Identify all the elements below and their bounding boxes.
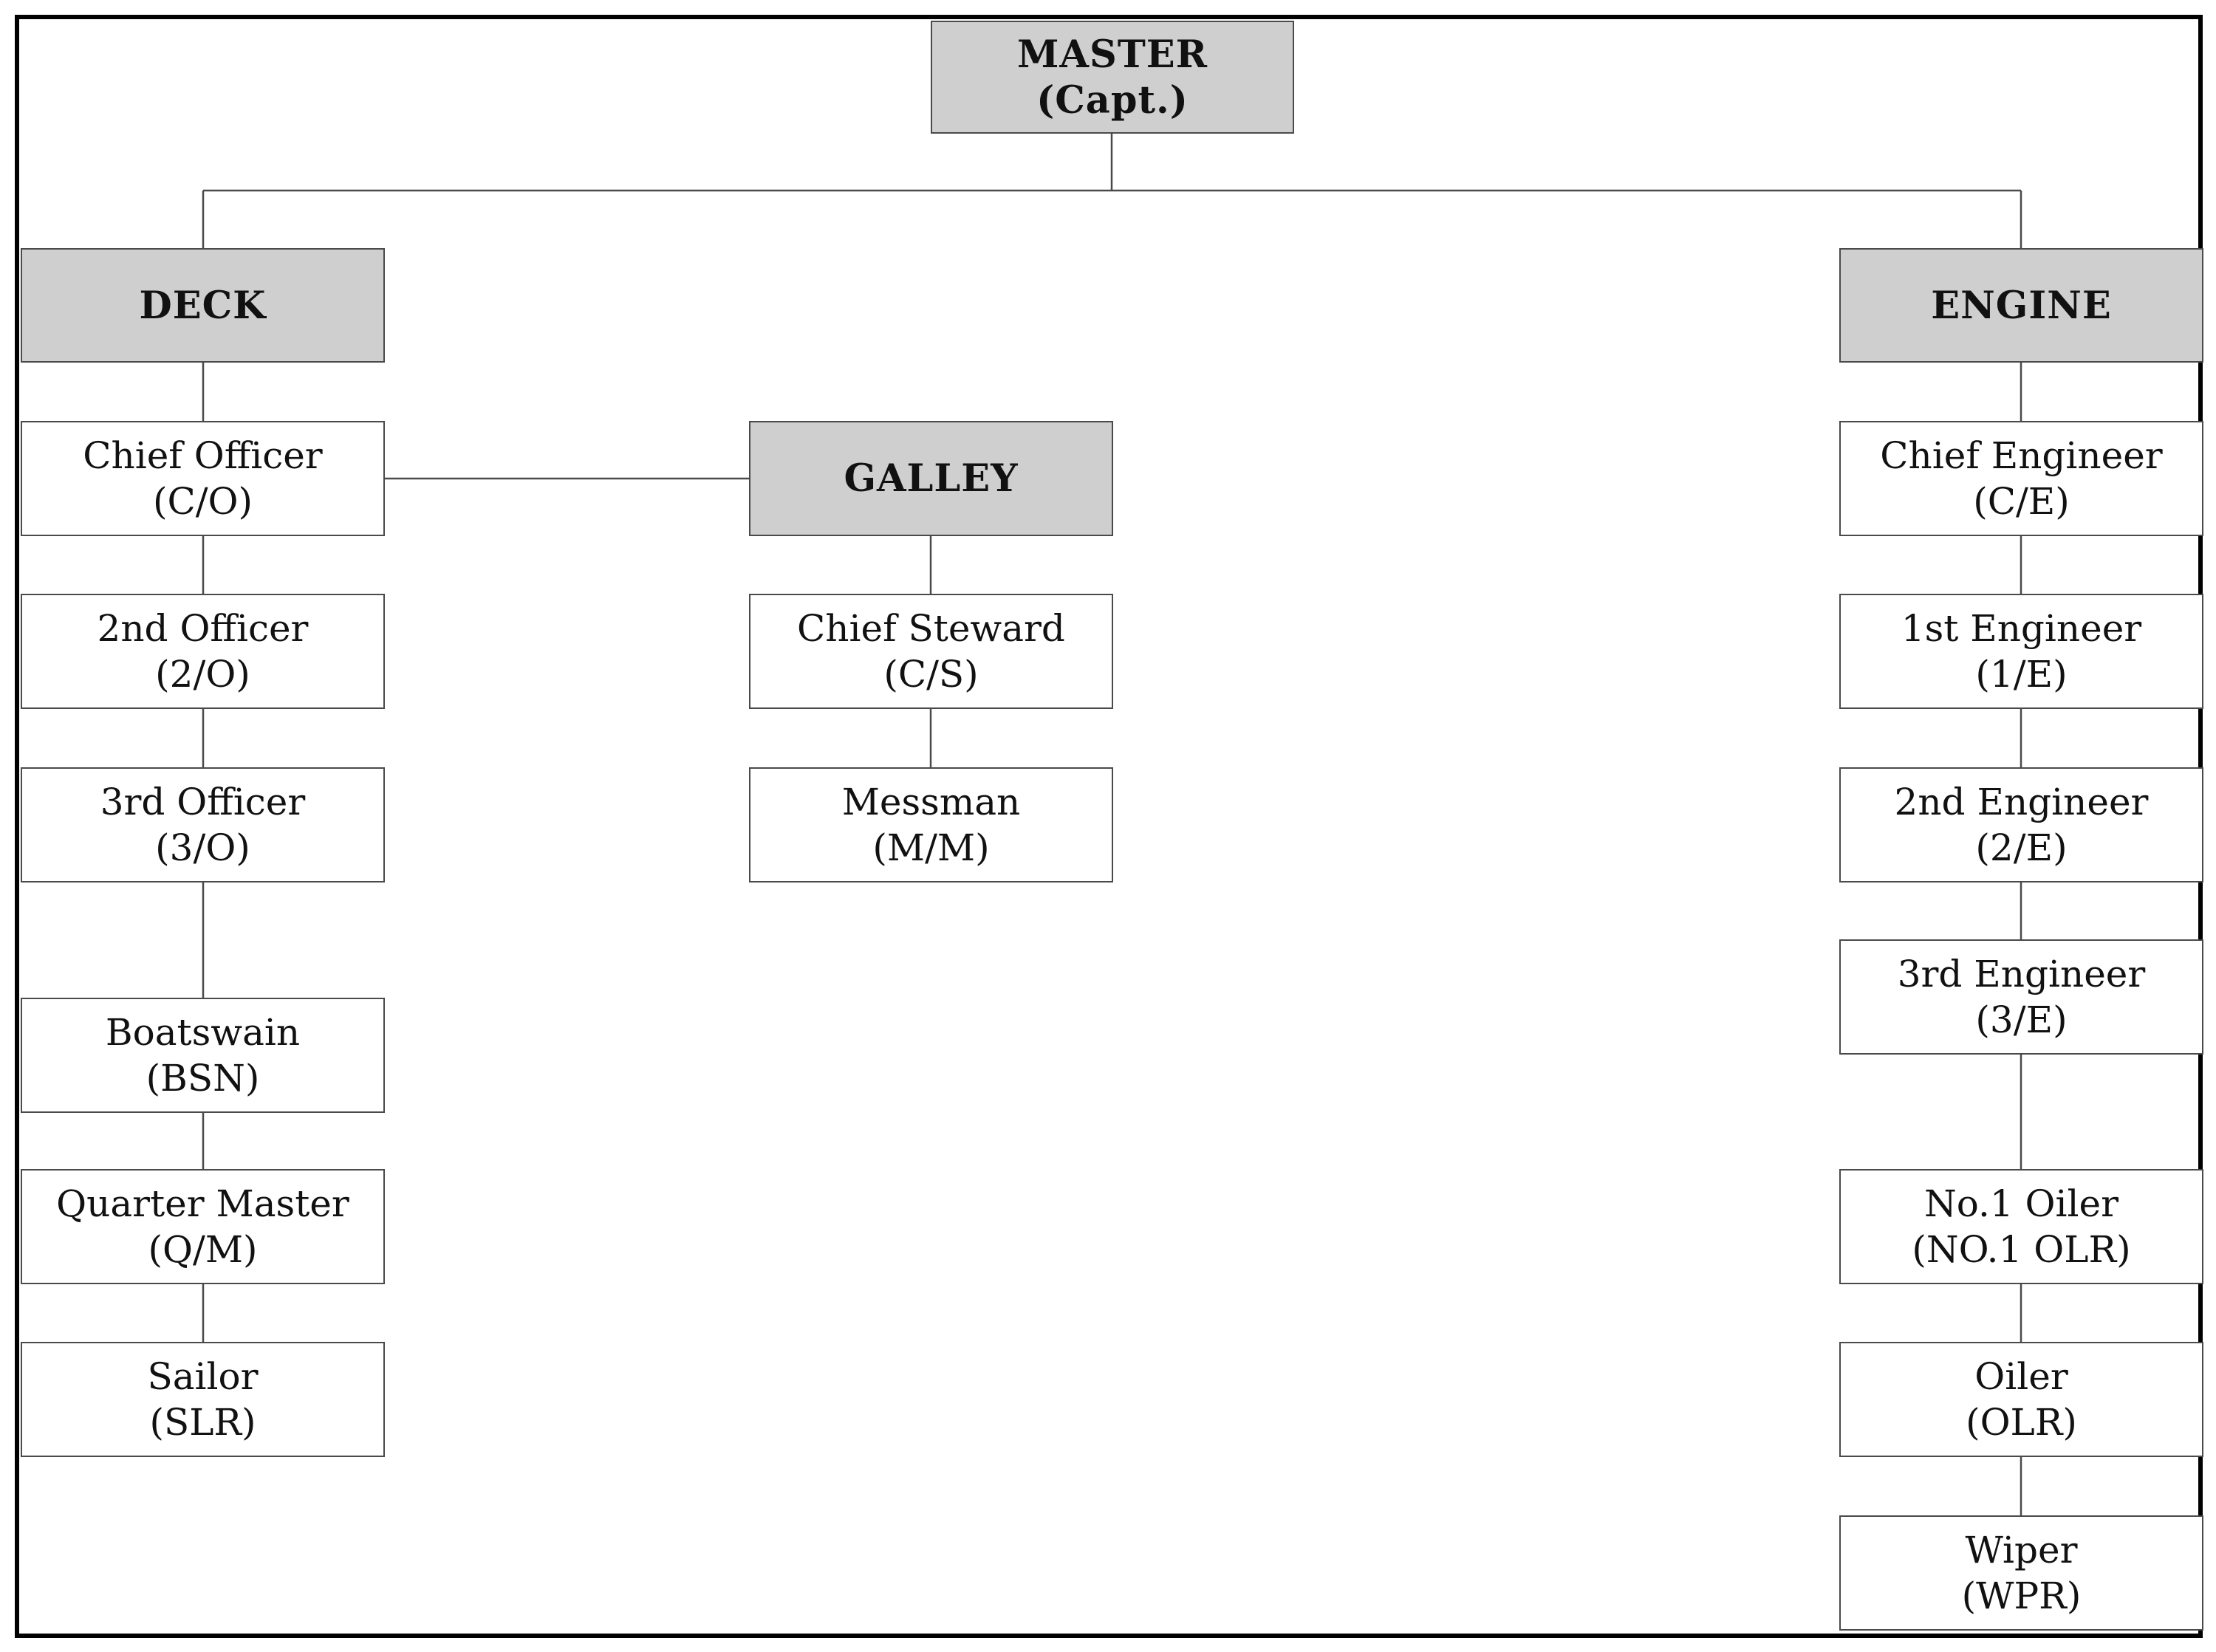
role-abbr: (3/E) [1975, 998, 2068, 1041]
role-abbr: (NO.1 OLR) [1912, 1228, 2131, 1271]
master-abbr: (Capt.) [1036, 78, 1189, 123]
role-name: Chief Officer [83, 434, 323, 477]
role-abbr: (1/E) [1975, 653, 2068, 696]
role-abbr: (C/S) [883, 653, 979, 696]
role-name: Messman [841, 781, 1021, 823]
engine-role-wiper: Wiper (WPR) [1839, 1515, 2203, 1631]
deck-role-sailor: Sailor (SLR) [21, 1342, 385, 1457]
role-name: 3rd Officer [100, 781, 306, 823]
master-title: MASTER [1016, 32, 1208, 77]
galley-role-chief-steward: Chief Steward (C/S) [749, 594, 1113, 709]
deck-role-boatswain: Boatswain (BSN) [21, 998, 385, 1113]
role-name: Chief Steward [797, 607, 1065, 650]
engine-role-1st-engineer: 1st Engineer (1/E) [1839, 594, 2203, 709]
role-abbr: (C/O) [152, 480, 253, 523]
engine-header-label: ENGINE [1931, 283, 2112, 328]
role-name: 3rd Engineer [1897, 953, 2146, 995]
galley-role-messman: Messman (M/M) [749, 767, 1113, 882]
role-abbr: (BSN) [146, 1057, 260, 1100]
engine-role-no1-oiler: No.1 Oiler (NO.1 OLR) [1839, 1169, 2203, 1284]
deck-role-3rd-officer: 3rd Officer (3/O) [21, 767, 385, 882]
role-abbr: (C/E) [1973, 480, 2070, 523]
role-name: Oiler [1974, 1355, 2068, 1398]
engine-role-2nd-engineer: 2nd Engineer (2/E) [1839, 767, 2203, 882]
deck-role-chief-officer: Chief Officer (C/O) [21, 421, 385, 536]
role-abbr: (M/M) [872, 826, 990, 869]
engine-role-oiler: Oiler (OLR) [1839, 1342, 2203, 1457]
deck-header: DECK [21, 248, 385, 363]
role-abbr: (2/E) [1975, 826, 2068, 869]
role-abbr: (WPR) [1961, 1574, 2082, 1617]
role-abbr: (OLR) [1966, 1401, 2077, 1444]
role-abbr: (2/O) [155, 653, 250, 696]
master-box: MASTER (Capt.) [931, 21, 1294, 134]
role-name: Wiper [1965, 1529, 2078, 1572]
engine-header: ENGINE [1839, 248, 2203, 363]
role-name: 1st Engineer [1901, 607, 2142, 650]
role-name: 2nd Officer [97, 607, 309, 650]
role-abbr: (SLR) [149, 1401, 256, 1444]
role-name: Sailor [147, 1355, 259, 1398]
engine-role-chief-engineer: Chief Engineer (C/E) [1839, 421, 2203, 536]
role-name: Boatswain [105, 1011, 301, 1054]
deck-role-2nd-officer: 2nd Officer (2/O) [21, 594, 385, 709]
deck-header-label: DECK [139, 283, 267, 328]
role-name: Chief Engineer [1880, 434, 2163, 477]
role-abbr: (Q/M) [148, 1228, 258, 1271]
role-name: No.1 Oiler [1923, 1182, 2119, 1225]
engine-role-3rd-engineer: 3rd Engineer (3/E) [1839, 939, 2203, 1055]
galley-header: GALLEY [749, 421, 1113, 536]
role-name: 2nd Engineer [1894, 781, 2149, 823]
role-abbr: (3/O) [155, 826, 250, 869]
galley-header-label: GALLEY [844, 456, 1019, 501]
deck-role-quarter-master: Quarter Master (Q/M) [21, 1169, 385, 1284]
role-name: Quarter Master [56, 1182, 349, 1225]
